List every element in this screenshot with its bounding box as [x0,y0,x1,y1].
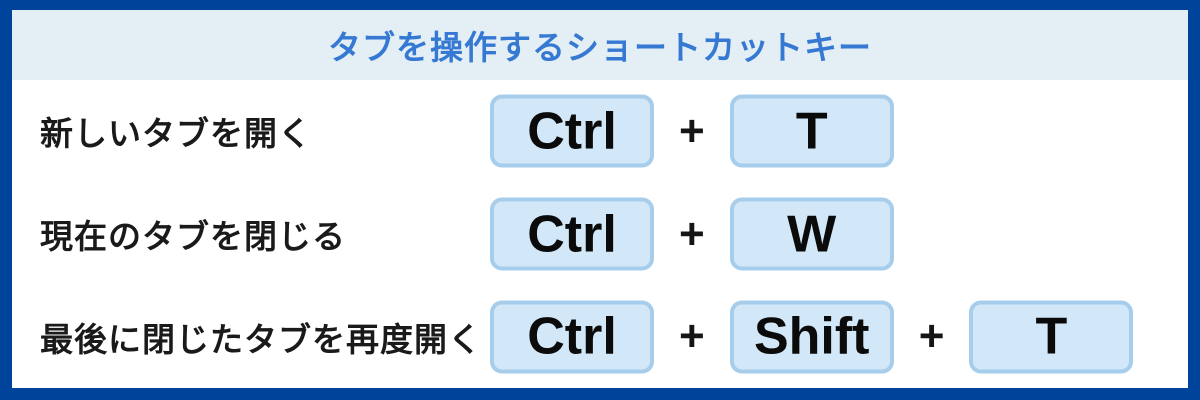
key-combo: Ctrl + Shift + T [490,300,1134,374]
keycap-ctrl: Ctrl [490,197,654,271]
plus-separator: + [679,106,705,156]
keycap-shift: Shift [729,300,894,374]
keycap-w: W [729,197,894,271]
shortcut-row-close-tab: 現在のタブを閉じる Ctrl + W [12,183,1188,286]
key-combo: Ctrl + T [490,94,894,168]
plus-separator: + [918,311,945,361]
keycap-ctrl: Ctrl [490,300,654,374]
keycap-ctrl: Ctrl [490,94,654,168]
shortcut-description: 新しいタブを開く [40,115,312,153]
plus-separator: + [679,311,705,361]
header-band: タブを操作するショートカットキー [12,10,1188,80]
shortcut-row-new-tab: 新しいタブを開く Ctrl + T [12,80,1188,183]
shortcut-description: 最後に閉じたタブを再度開く [40,320,482,358]
keycap-t: T [969,300,1134,374]
shortcut-row-reopen-tab: 最後に閉じたタブを再度開く Ctrl + Shift + T [12,285,1188,388]
keycap-t: T [729,94,894,168]
page-title: タブを操作するショートカットキー [328,29,872,66]
plus-separator: + [679,209,705,258]
key-combo: Ctrl + W [490,197,894,271]
shortcut-list: 新しいタブを開く Ctrl + T 現在のタブを閉じる Ctrl + W 最後に… [12,80,1188,388]
shortcut-description: 現在のタブを閉じる [40,218,346,255]
